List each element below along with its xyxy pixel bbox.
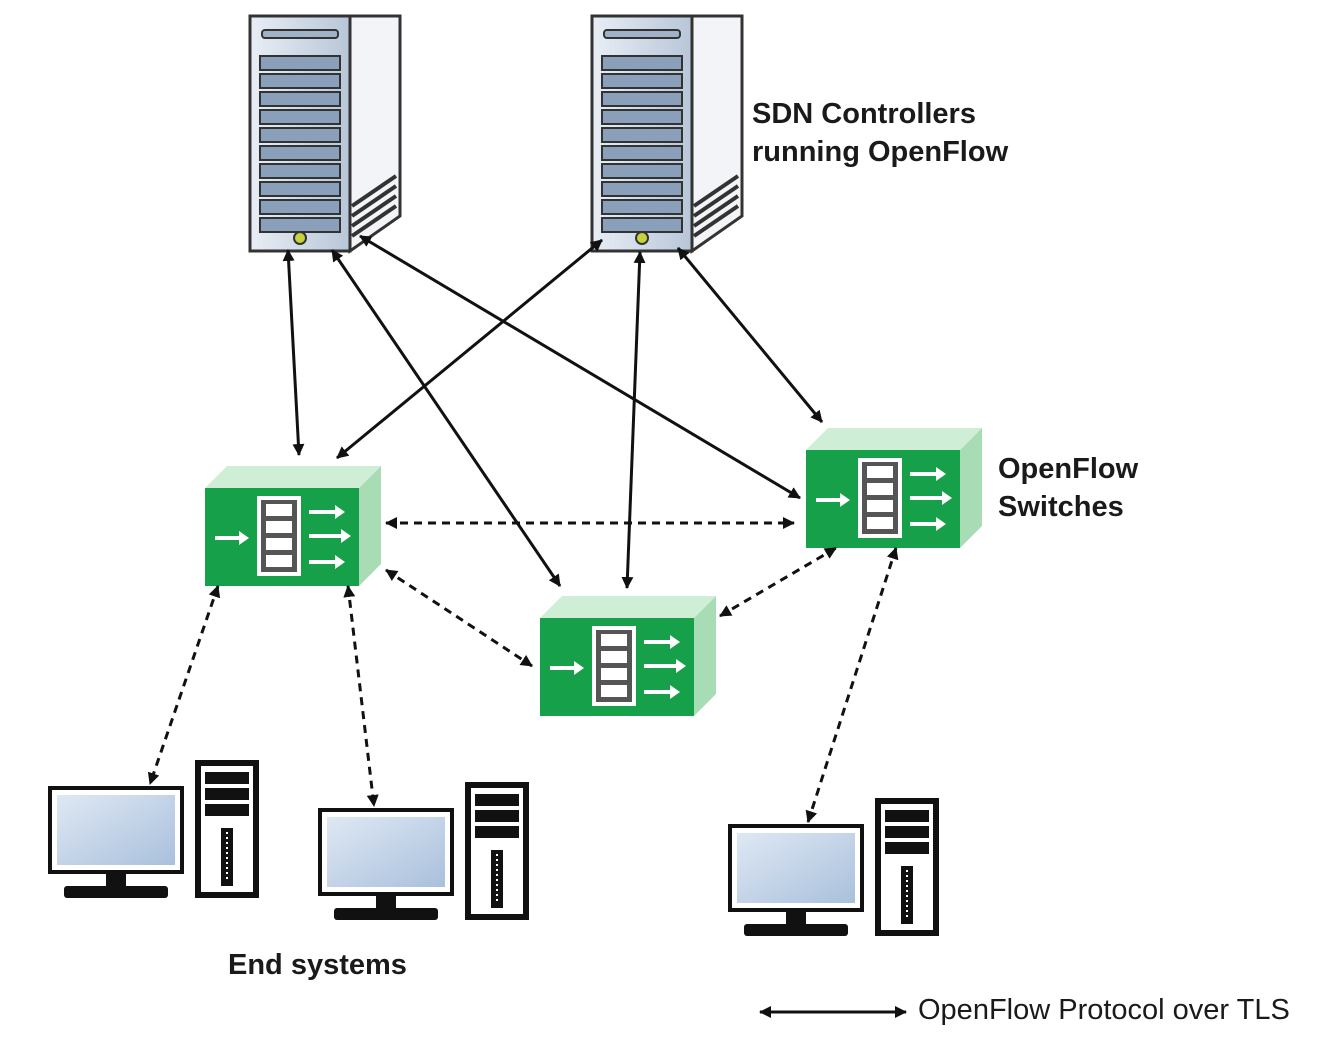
openflow-switch-right-icon xyxy=(804,426,984,550)
link-controller1-switchleft xyxy=(282,249,305,456)
link-switchleft-endsystem1 xyxy=(147,585,221,785)
openflow-switch-left-icon xyxy=(203,464,383,588)
link-controller2-switchleft xyxy=(336,238,603,460)
link-switchright-endsystem3 xyxy=(805,547,899,823)
link-controller1-switchright xyxy=(359,234,801,500)
switches-label: OpenFlow Switches xyxy=(998,450,1138,526)
controllers-label-line2: running OpenFlow xyxy=(752,136,1009,168)
switches-label-line1: OpenFlow xyxy=(998,453,1139,485)
end-system-1-icon xyxy=(48,758,261,900)
link-switchcenter-switchright xyxy=(719,546,837,618)
link-controller2-switchcenter xyxy=(621,251,646,589)
controllers-label: SDN Controllers running OpenFlow xyxy=(752,95,1008,171)
sdn-controller-1-icon xyxy=(248,14,402,253)
legend-label: OpenFlow Protocol over TLS xyxy=(918,994,1290,1026)
link-switchleft-endsystem2 xyxy=(343,585,379,807)
end-system-2-icon xyxy=(318,780,531,922)
controllers-label-line1: SDN Controllers xyxy=(752,98,976,130)
switches-label-line2: Switches xyxy=(998,491,1124,523)
end-systems-label: End systems xyxy=(228,949,407,981)
link-controller2-switchright xyxy=(676,247,824,423)
sdn-controller-2-icon xyxy=(590,14,744,253)
end-system-3-icon xyxy=(728,796,941,938)
openflow-switch-center-icon xyxy=(538,594,718,718)
link-switchleft-switchcenter xyxy=(385,568,533,668)
